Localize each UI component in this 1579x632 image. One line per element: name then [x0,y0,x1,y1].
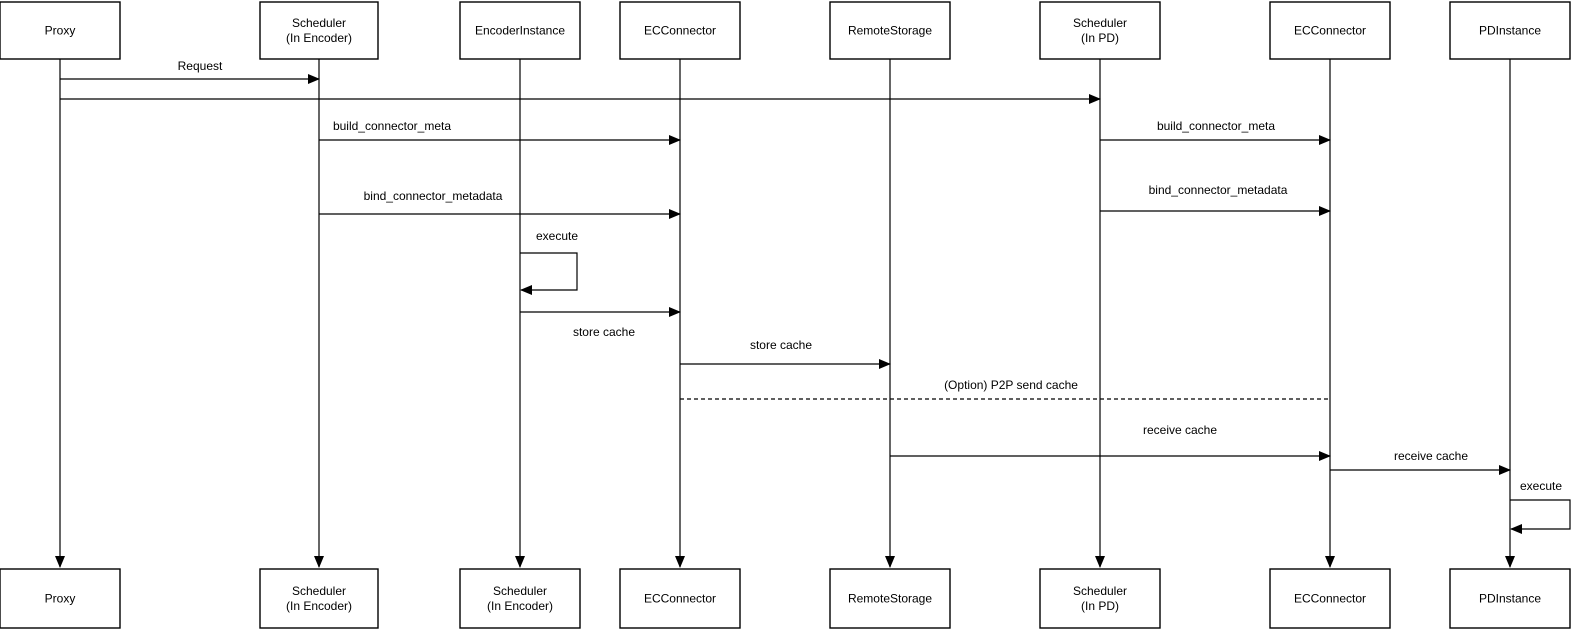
message-build-connector-meta-pd: build_connector_meta [1100,119,1331,145]
message-build-connector-meta-encoder: build_connector_meta [319,119,681,145]
message-label: bind_connector_metadata [364,189,503,203]
actor-bottom-label-line: Scheduler [493,584,547,598]
actor-bottom-box [1039,568,1161,629]
actor-bottom-box [459,568,581,629]
actor-bottom-label: Scheduler(In PD) [1073,584,1127,613]
actor-bottom-box [619,568,741,629]
message-label: build_connector_meta [333,119,451,133]
actor-top-label-line: EncoderInstance [475,24,565,38]
actor-bottom-label: ECConnector [1294,592,1366,606]
actor-top-label-line: Scheduler [292,16,346,30]
actor-bottom-label-line: Scheduler [292,584,346,598]
actor-bottom-label-line: (In PD) [1081,599,1119,613]
actor-top-box [259,1,379,60]
message-execute-encoder: execute [520,229,578,295]
message-execute-pd: execute [1510,479,1571,534]
message-label: store cache [750,338,812,352]
actor-top-box [1449,1,1571,60]
actor-top-label-line: (In PD) [1081,31,1119,45]
actor-bottom-label: PDInstance [1479,592,1541,606]
actor-top-box [459,1,581,60]
actor-top-box [1039,1,1161,60]
actor-top-label: Proxy [45,24,76,38]
actor-top-label-line: Scheduler [1073,16,1127,30]
actor-bottom-label: Scheduler(In Encoder) [487,584,553,613]
message-receive-cache-storage-to-connector: receive cache [890,423,1331,461]
message-label: execute [536,229,578,243]
message-label: bind_connector_metadata [1149,183,1288,197]
actor-bottom-label-line: ECConnector [644,592,716,606]
actor-top-label: Scheduler(In Encoder) [286,16,352,45]
actor-top-label-line: PDInstance [1479,24,1541,38]
actor-bottom-label: ECConnector [644,592,716,606]
message-label: store cache [573,325,635,339]
actor-bottom-label-line: (In Encoder) [487,599,553,613]
message-label: execute [1520,479,1562,493]
actor-top-label: PDInstance [1479,24,1541,38]
message-store-cache-encoder-to-connector: store cache [520,307,681,339]
actor-bottom-label-line: Scheduler [1073,584,1127,598]
actor-bottom-label-line: PDInstance [1479,592,1541,606]
actor-top-box [0,1,121,60]
actor-top-label-line: Proxy [45,24,76,38]
actor-top-label: Scheduler(In PD) [1073,16,1127,45]
message-label: Request [178,59,223,73]
actor-scheduler-encoder: Scheduler(In Encoder)Scheduler(In Encode… [259,1,379,629]
actor-top-box [829,1,951,60]
actor-top-label: RemoteStorage [848,24,932,38]
message-receive-cache-connector-to-pdinstance: receive cache [1330,449,1511,475]
message-bind-connector-metadata-pd: bind_connector_metadata [1100,183,1331,216]
actor-bottom-label: Scheduler(In Encoder) [286,584,352,613]
message-request: Request [60,59,320,84]
actor-bottom-label-line: Proxy [45,592,76,606]
actor-bottom-box [829,568,951,629]
actor-top-label: EncoderInstance [475,24,565,38]
actor-top-label-line: ECConnector [644,24,716,38]
actor-bottom-box [0,568,121,629]
message-label: (Option) P2P send cache [944,378,1078,392]
message-p2p-send-cache: (Option) P2P send cache [680,378,1330,400]
message-label: receive cache [1394,449,1468,463]
actor-bottom-box [1269,568,1391,629]
actor-top-label: ECConnector [1294,24,1366,38]
actor-bottom-label-line: ECConnector [1294,592,1366,606]
actor-bottom-label: RemoteStorage [848,592,932,606]
message-store-cache-connector-to-storage: store cache [680,338,891,369]
self-message-arrow [1510,499,1571,534]
message-label: receive cache [1143,423,1217,437]
actor-top-label: ECConnector [644,24,716,38]
actor-top-label-line: RemoteStorage [848,24,932,38]
actor-scheduler-pd: Scheduler(In PD)Scheduler(In PD) [1039,1,1161,629]
self-message-arrow [520,252,578,295]
actor-bottom-label-line: (In Encoder) [286,599,352,613]
message-label: build_connector_meta [1157,119,1275,133]
message-bind-connector-metadata-encoder: bind_connector_metadata [319,189,681,219]
actor-bottom-label-line: RemoteStorage [848,592,932,606]
actor-top-box [1269,1,1391,60]
actor-top-label-line: (In Encoder) [286,31,352,45]
actor-bottom-label: Proxy [45,592,76,606]
actor-bottom-box [1449,568,1571,629]
actor-bottom-box [259,568,379,629]
actor-top-label-line: ECConnector [1294,24,1366,38]
actor-top-box [619,1,741,60]
